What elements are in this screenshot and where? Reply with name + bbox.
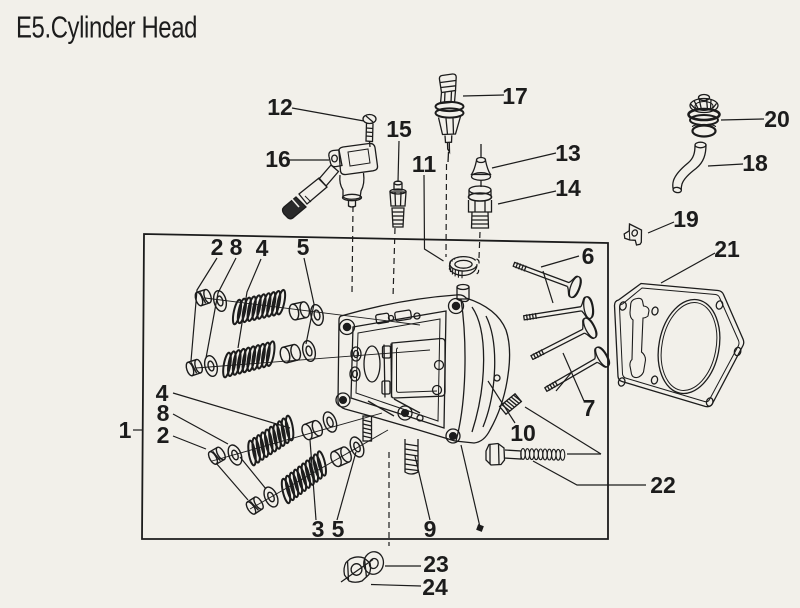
svg-text:1: 1 xyxy=(119,417,132,443)
svg-text:5: 5 xyxy=(297,234,310,260)
svg-text:2: 2 xyxy=(211,234,224,260)
svg-text:18: 18 xyxy=(742,150,768,176)
svg-text:7: 7 xyxy=(583,395,596,421)
svg-text:21: 21 xyxy=(714,236,740,262)
svg-text:19: 19 xyxy=(673,206,699,232)
svg-text:E5.Cylinder Head: E5.Cylinder Head xyxy=(16,10,197,45)
svg-text:12: 12 xyxy=(267,94,293,120)
svg-text:4: 4 xyxy=(156,380,169,406)
svg-text:9: 9 xyxy=(424,516,437,542)
svg-text:6: 6 xyxy=(582,243,595,269)
svg-text:15: 15 xyxy=(386,116,412,142)
svg-text:2: 2 xyxy=(157,422,170,448)
svg-text:17: 17 xyxy=(502,83,528,109)
svg-text:8: 8 xyxy=(230,234,243,260)
svg-text:8: 8 xyxy=(157,400,170,426)
svg-text:4: 4 xyxy=(256,235,269,261)
svg-text:13: 13 xyxy=(555,140,581,166)
svg-text:14: 14 xyxy=(555,175,581,201)
svg-text:22: 22 xyxy=(650,472,676,498)
svg-text:23: 23 xyxy=(423,551,449,577)
svg-text:10: 10 xyxy=(510,420,536,446)
svg-text:3: 3 xyxy=(312,516,325,542)
svg-text:20: 20 xyxy=(764,106,790,132)
svg-text:11: 11 xyxy=(412,151,437,177)
svg-text:24: 24 xyxy=(422,574,448,600)
svg-text:5: 5 xyxy=(332,516,345,542)
svg-text:16: 16 xyxy=(265,146,291,172)
